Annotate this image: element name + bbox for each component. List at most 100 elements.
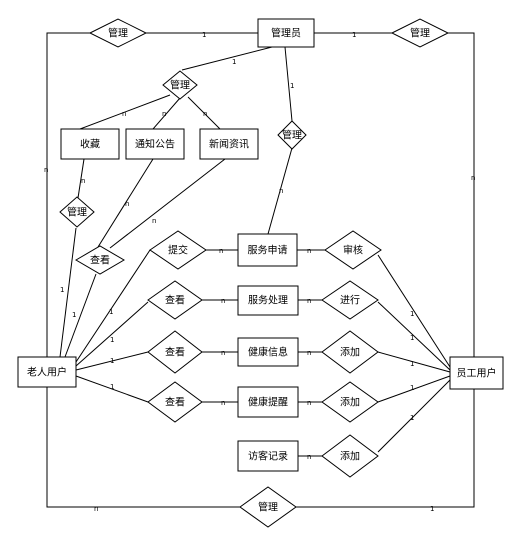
rel-label: 查看 [165, 346, 185, 359]
entity-label: 管理员 [271, 27, 301, 40]
card-admin-manage: 1 [232, 58, 236, 66]
line-elder-view-health [75, 351, 149, 371]
rel-label: 查看 [90, 254, 110, 267]
rel-view-health: 查看 [147, 330, 203, 374]
rel-label: 添加 [340, 346, 360, 359]
rel-label: 管理 [170, 79, 190, 92]
rel-perform: 进行 [321, 280, 379, 320]
line-frame-bottom-left [46, 387, 240, 508]
card-add-reminder-staff: 1 [410, 384, 414, 392]
card-view-health: n [221, 349, 225, 357]
line-favorites-manage [77, 158, 85, 199]
rel-add-reminder: 添加 [321, 381, 379, 423]
rel-review: 审核 [324, 230, 382, 270]
rel-label: 管理 [67, 206, 87, 219]
line-admin-manage-center [181, 46, 273, 71]
entity-label: 健康提醒 [248, 396, 288, 409]
card-frame-elder: n [44, 166, 48, 174]
card-elder-view-process: 1 [110, 336, 114, 344]
line-review-staff [377, 254, 451, 368]
card-admin-manage-right: 1 [290, 82, 294, 90]
entity-health-info: 健康信息 [237, 337, 299, 367]
line-manage-service-request [267, 147, 293, 235]
rel-label: 查看 [165, 396, 185, 409]
card-favorites-manage: n [81, 177, 85, 185]
entity-label: 通知公告 [135, 138, 175, 151]
rel-label: 进行 [340, 294, 360, 307]
entity-label: 收藏 [80, 138, 100, 151]
card-submit-request: n [219, 247, 223, 255]
line-add-health-staff [377, 351, 451, 373]
rel-manage-top-right: 管理 [390, 18, 450, 48]
cardinality-labels: 1 1 n n 1 n n n 1 n n 1 n n 1 1 n n 1 1 … [44, 31, 475, 513]
card-elder-view-reminder: 1 [110, 383, 114, 391]
rel-label: 管理 [410, 27, 430, 40]
rel-add-visitor: 添加 [321, 434, 379, 478]
rel-label: 管理 [258, 501, 278, 514]
entities: 管理员 收藏 通知公告 新闻资讯 服务申请 服务处理 健康信息 健康提醒 [17, 18, 504, 472]
line-elder-submit [75, 249, 151, 363]
entity-elder: 老人用户 [17, 356, 77, 388]
rel-view-news: 查看 [75, 245, 125, 275]
line-notice-view [97, 158, 154, 248]
entity-label: 员工用户 [457, 367, 497, 380]
rel-view-reminder: 查看 [147, 381, 203, 423]
entity-label: 访客记录 [248, 450, 288, 463]
rel-label: 审核 [343, 244, 363, 257]
entity-favorites: 收藏 [60, 128, 120, 160]
card-view-elder: 1 [72, 311, 76, 319]
card-request-review: n [307, 247, 311, 255]
connectors [46, 32, 475, 508]
line-elder-view-process [75, 301, 149, 367]
card-reminder-add: n [307, 399, 311, 407]
rel-label: 管理 [108, 27, 128, 40]
rel-label: 添加 [340, 396, 360, 409]
rel-manage-right: 管理 [277, 120, 307, 150]
line-manage-news [187, 96, 221, 130]
rel-label: 查看 [165, 294, 185, 307]
card-view-process: n [221, 297, 225, 305]
card-elder-submit: 1 [109, 308, 113, 316]
entity-label: 服务处理 [248, 294, 288, 307]
rel-add-health: 添加 [321, 330, 379, 374]
line-news-view [109, 158, 226, 249]
card-review-staff: 1 [410, 310, 414, 318]
entity-notice: 通知公告 [125, 128, 185, 160]
entity-label: 新闻资讯 [209, 138, 249, 151]
card-bottom-elder: n [94, 505, 98, 513]
card-health-add: n [307, 349, 311, 357]
entity-news: 新闻资讯 [199, 128, 259, 160]
line-manage-notice [152, 97, 181, 130]
card-perform-staff: 1 [410, 334, 414, 342]
card-manage-news: n [203, 110, 207, 118]
line-add-visitor-staff [377, 379, 451, 453]
line-add-reminder-staff [377, 375, 451, 403]
entity-staff: 员工用户 [449, 356, 504, 390]
card-visitor-add: n [307, 453, 311, 461]
card-frame-staff: n [471, 174, 475, 182]
line-elder-view-reminder [75, 375, 149, 403]
line-frame-bottom-right [296, 389, 475, 508]
card-admin-elder: 1 [202, 31, 206, 39]
relationships: 管理 管理 管理 管理 管理 查看 提交 审核 [59, 18, 450, 528]
rel-submit: 提交 [149, 230, 207, 270]
rel-label: 提交 [168, 244, 188, 257]
card-elder-view-health: 1 [110, 357, 114, 365]
rel-label: 管理 [282, 129, 302, 142]
rel-manage-top-left: 管理 [88, 18, 148, 48]
rel-view-process: 查看 [147, 280, 203, 320]
card-view-reminder: n [221, 399, 225, 407]
entity-label: 服务申请 [248, 244, 288, 257]
entity-label: 老人用户 [27, 366, 67, 379]
entity-admin: 管理员 [257, 18, 315, 48]
card-manage-elder: 1 [60, 286, 64, 294]
entity-health-reminder: 健康提醒 [237, 386, 299, 418]
rel-manage-center: 管理 [162, 70, 198, 100]
line-view-elder [64, 273, 97, 358]
entity-label: 健康信息 [248, 346, 288, 359]
card-news-view: n [152, 217, 156, 225]
line-frame-right [448, 32, 475, 357]
card-admin-staff: 1 [352, 31, 356, 39]
entity-service-request: 服务申请 [237, 233, 298, 267]
